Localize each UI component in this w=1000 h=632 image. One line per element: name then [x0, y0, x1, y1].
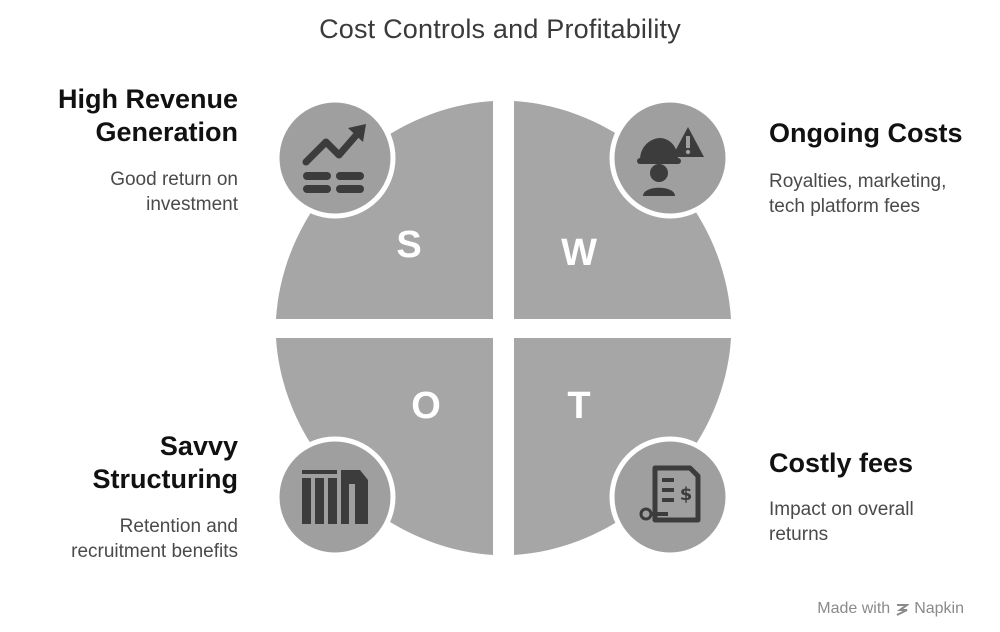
t-desc-line2: returns — [769, 524, 829, 545]
building-blocks-icon — [274, 436, 396, 558]
w-desc-line1: Royalties, marketing, — [769, 171, 947, 192]
petal-t — [514, 338, 731, 555]
o-desc-line2: recruitment benefits — [71, 541, 238, 562]
letter-s: S — [396, 224, 421, 266]
s-description: Good return on investment — [0, 167, 238, 217]
napkin-brand-label: Napkin — [914, 600, 964, 617]
diagram-title: Cost Controls and Profitability — [319, 14, 681, 44]
petal-s — [276, 101, 493, 319]
s-heading-line2: Generation — [95, 117, 238, 147]
o-heading-line1: Savvy — [159, 431, 238, 461]
trend-up-icon — [274, 97, 396, 219]
made-with-napkin-badge[interactable]: Made with Napkin — [817, 600, 964, 618]
w-description: Royalties, marketing, tech platform fees — [769, 169, 1000, 219]
worker-warning-icon — [609, 97, 731, 219]
t-heading-line1: Costly fees — [769, 448, 914, 478]
w-desc-line2: tech platform fees — [769, 196, 921, 217]
petal-w — [514, 101, 731, 319]
letter-o: O — [411, 385, 441, 427]
letter-t: T — [567, 385, 590, 427]
petal-o — [276, 338, 493, 555]
s-desc-line1: Good return on — [110, 169, 238, 190]
t-desc-line1: Impact on overall — [769, 499, 914, 520]
o-desc-line1: Retention and — [119, 516, 238, 537]
letter-w: W — [561, 232, 597, 274]
invoice-dollar-icon: $ — [609, 436, 731, 558]
o-description: Retention and recruitment benefits — [0, 514, 238, 564]
t-heading: Costly fees — [769, 447, 1000, 480]
s-heading: High Revenue Generation — [0, 83, 238, 149]
s-desc-line2: investment — [146, 194, 238, 215]
t-description: Impact on overall returns — [769, 497, 1000, 547]
o-heading: Savvy Structuring — [0, 430, 239, 496]
s-heading-line1: High Revenue — [57, 84, 238, 114]
napkin-logo-icon — [896, 604, 910, 616]
svg-text:$: $ — [680, 484, 693, 505]
w-heading-line1: Ongoing Costs — [769, 118, 963, 148]
w-heading: Ongoing Costs — [769, 117, 1000, 150]
o-heading-line2: Structuring — [92, 464, 239, 494]
made-with-label: Made with — [817, 600, 891, 617]
